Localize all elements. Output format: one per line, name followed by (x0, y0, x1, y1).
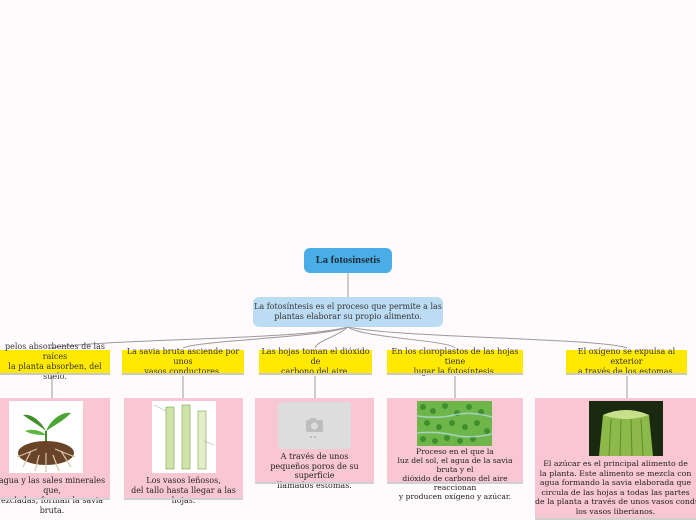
branch-1-body: agua y las sales minerales que, ezcladas… (0, 476, 106, 515)
branch-3-body: A través de unos pequeños poros de su su… (270, 452, 359, 490)
branch-4-card[interactable]: Proceso en el que la luz del sol, el agu… (387, 398, 523, 501)
branch-2-card[interactable]: Los vasos leñosos, del tallo hasta llega… (124, 398, 243, 505)
branch-5-card[interactable]: El azúcar es el principal alimento de la… (535, 398, 696, 520)
branch-1-card[interactable]: agua y las sales minerales que, ezcladas… (0, 398, 110, 515)
xylem-diagram (152, 401, 216, 473)
branch-1-header[interactable]: pelos absorbentes de las raíces la plant… (0, 342, 110, 381)
branch-2-header[interactable]: La savia bruta asciende por unos vasos c… (122, 347, 244, 376)
branch-5-header[interactable]: El oxígeno se expulsa al exterior a trav… (566, 347, 687, 376)
branch-3-header[interactable]: Las hojas toman el dióxido de carbono de… (259, 347, 372, 376)
branch-1-header-text: pelos absorbentes de las raíces la plant… (5, 341, 105, 381)
branch-5-body: El azúcar es el principal alimento de la… (535, 459, 696, 516)
branch-5-header-text: El oxígeno se expulsa al exterior a trav… (577, 346, 676, 376)
branch-4-body: Proceso en el que la luz del sol, el agu… (397, 447, 513, 501)
branch-4-header-text: En los cloroplastos de las hojas tiene l… (391, 346, 519, 376)
root-topic[interactable]: La fotosinsetis (304, 248, 392, 273)
definition-topic[interactable]: La fotosíntesis es el proceso que permit… (253, 297, 443, 327)
plant-roots-illustration (9, 401, 83, 473)
branch-2-body: Los vasos leñosos, del tallo hasta llega… (131, 476, 236, 505)
branch-2-header-text: La savia bruta asciende por unos vasos c… (126, 346, 240, 376)
chloroplast-cells-photo (417, 401, 492, 446)
branch-3-card[interactable]: A través de unos pequeños poros de su su… (255, 398, 374, 490)
camera-placeholder-icon (278, 402, 351, 449)
phloem-tissue-photo (589, 401, 663, 456)
branch-3-header-text: Las hojas toman el dióxido de carbono de… (261, 346, 370, 376)
branch-4-header[interactable]: En los cloroplastos de las hojas tiene l… (387, 347, 523, 376)
